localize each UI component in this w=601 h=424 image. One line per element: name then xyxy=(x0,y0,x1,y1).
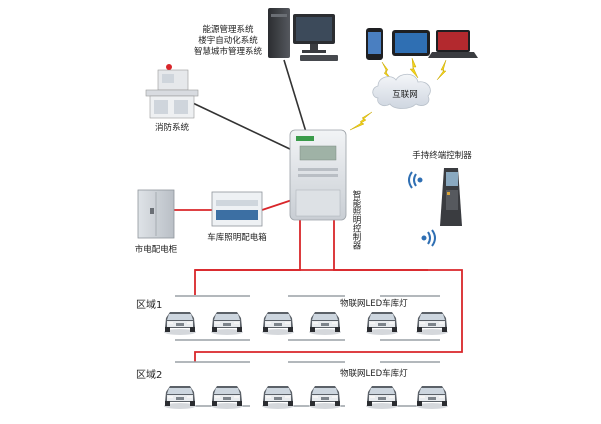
cabinet-icon xyxy=(137,189,175,239)
label-handheld: 手持终端控制器 xyxy=(412,150,472,161)
power-wiring xyxy=(174,199,463,362)
zone1-cars xyxy=(164,312,448,335)
smart-meter-icon xyxy=(289,129,347,221)
wire-pc-controller xyxy=(283,59,307,133)
wire-fire-controller xyxy=(177,95,293,151)
handheld-terminal-icon xyxy=(440,168,462,226)
label-led-zone1: 物联网LED车库灯 xyxy=(340,298,408,309)
wire-controller-zone2 xyxy=(194,218,463,362)
tablet-icon xyxy=(392,30,430,56)
label-city-cabinet: 市电配电柜 xyxy=(135,244,178,255)
car-icon xyxy=(211,386,243,409)
wire-controller-zone1 xyxy=(194,218,301,295)
car-icon xyxy=(211,312,243,335)
car-icon xyxy=(309,312,341,335)
car-icon xyxy=(164,312,196,335)
distribution-box-icon xyxy=(211,191,263,227)
car-icon xyxy=(309,386,341,409)
label-garage-box: 车库照明配电箱 xyxy=(207,232,267,243)
cloud-icon xyxy=(372,73,431,109)
car-icon xyxy=(262,312,294,335)
label-smart-city: 智慧城市管理系统 xyxy=(194,46,263,57)
car-icon xyxy=(416,386,448,409)
zone1-lamps xyxy=(175,295,440,341)
wire-box-controller xyxy=(261,199,293,211)
label-building-automation: 楼宇自动化系统 xyxy=(198,35,258,46)
laptop-icon xyxy=(428,30,478,58)
car-icon xyxy=(164,386,196,409)
computer-icon xyxy=(268,8,338,61)
label-zone1: 区域1 xyxy=(136,298,162,311)
label-led-zone2: 物联网LED车库灯 xyxy=(340,368,408,379)
car-icon xyxy=(366,312,398,335)
label-internet: 互联网 xyxy=(392,90,418,100)
label-controller: 智能照明控制器 xyxy=(351,189,361,250)
label-fire-system: 消防系统 xyxy=(155,122,190,133)
car-icon xyxy=(366,386,398,409)
data-wiring xyxy=(177,59,307,151)
car-icon xyxy=(262,386,294,409)
car-icon xyxy=(416,312,448,335)
label-zone2: 区域2 xyxy=(136,368,162,381)
wifi-icon xyxy=(408,171,436,247)
smartphone-icon xyxy=(366,28,383,60)
label-energy-system: 能源管理系统 xyxy=(202,24,254,35)
fire-console-icon xyxy=(145,64,199,119)
